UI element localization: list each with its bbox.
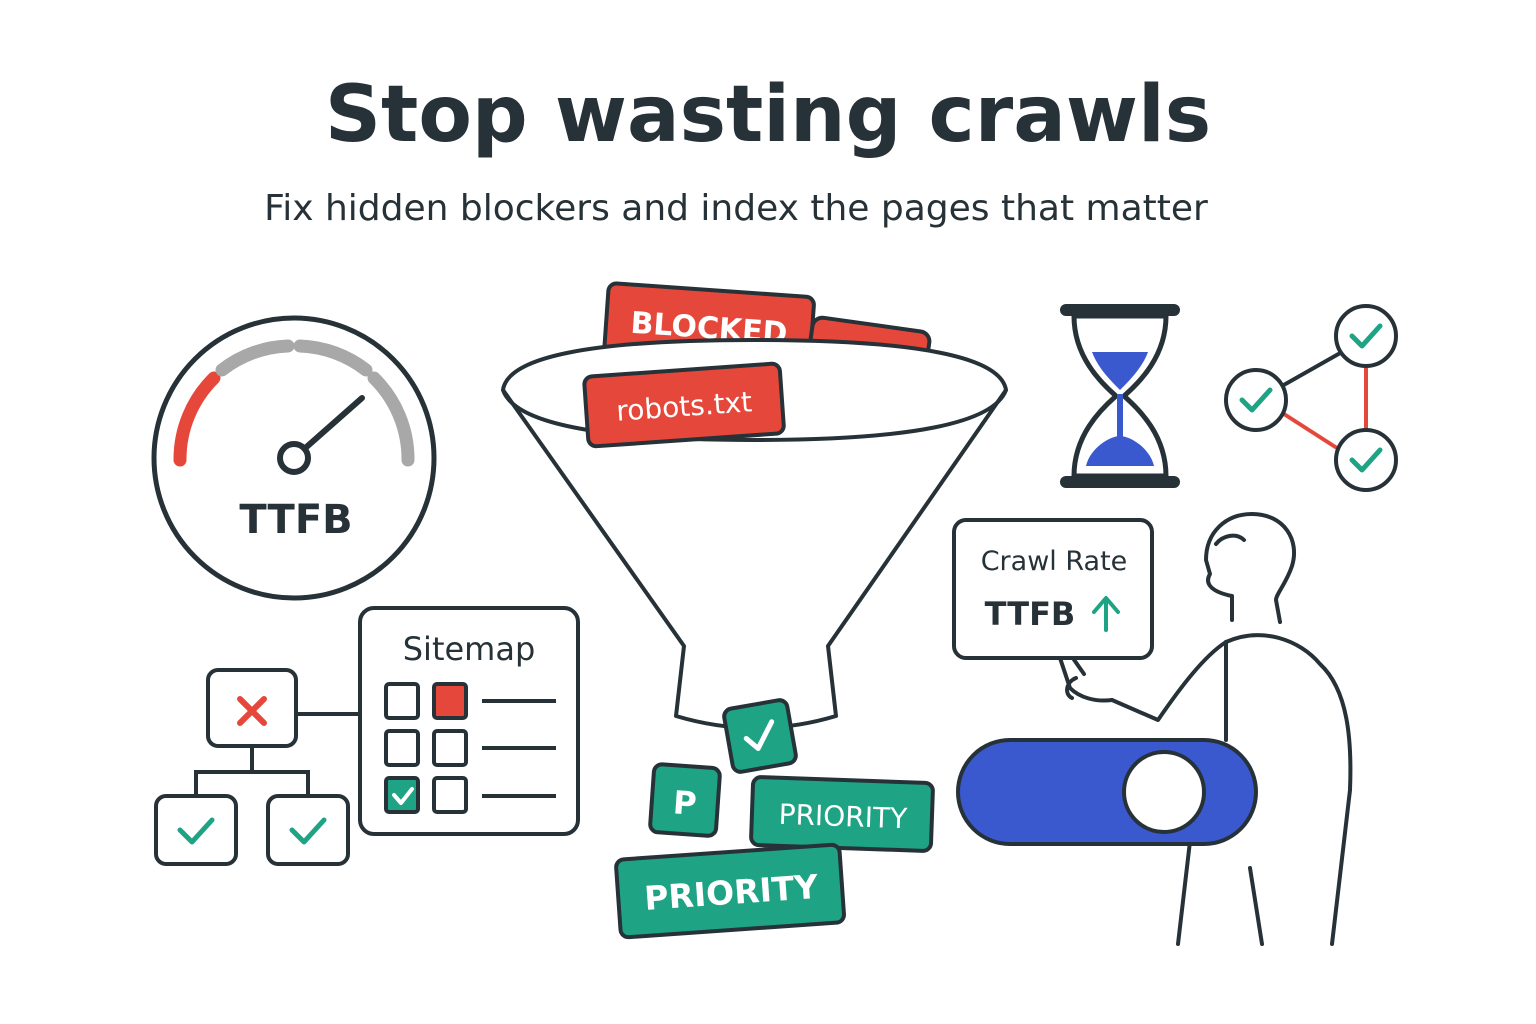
- speedometer-icon: TTFB: [151, 315, 437, 601]
- gauge-label: TTFB: [239, 497, 352, 543]
- svg-text:P: P: [672, 783, 698, 823]
- error-x-icon: [237, 696, 267, 726]
- person-icon: [1057, 512, 1353, 946]
- site-tree-icon: [154, 668, 360, 866]
- svg-text:PRIORITY: PRIORITY: [778, 798, 909, 835]
- priority-tag: PRIORITY: [749, 775, 935, 853]
- output-check: [722, 698, 798, 774]
- network-check-icon: [1224, 304, 1398, 492]
- priority-tag: PRIORITY: [614, 842, 846, 940]
- robots-tag: robots.txt: [582, 361, 786, 449]
- arrow-up-icon: [1092, 596, 1120, 632]
- check-icon: [1239, 387, 1273, 413]
- ttfb-label: TTFB: [985, 595, 1076, 633]
- check-icon: [1349, 323, 1383, 349]
- check-icon: [289, 817, 327, 845]
- check-icon: [743, 719, 775, 752]
- hourglass-icon: [1060, 304, 1180, 488]
- toggle-icon: [956, 738, 1258, 846]
- sitemap-card: Sitemap: [358, 606, 580, 836]
- sitemap-title: Sitemap: [403, 630, 536, 668]
- page-subtitle: Fix hidden blockers and index the pages …: [264, 188, 1208, 229]
- check-icon: [392, 787, 414, 805]
- funnel-icon: BLOCKED robo: [501, 281, 1008, 774]
- check-icon: [1349, 447, 1383, 473]
- priority-tags: P PRIORITY PRIORITY: [614, 762, 935, 940]
- crawl-rate-panel: Crawl Rate TTFB: [952, 518, 1154, 660]
- crawl-rate-label: Crawl Rate: [981, 546, 1128, 577]
- page-title: Stop wasting crawls: [324, 70, 1212, 160]
- p-tag: P: [648, 762, 722, 838]
- check-icon: [177, 817, 215, 845]
